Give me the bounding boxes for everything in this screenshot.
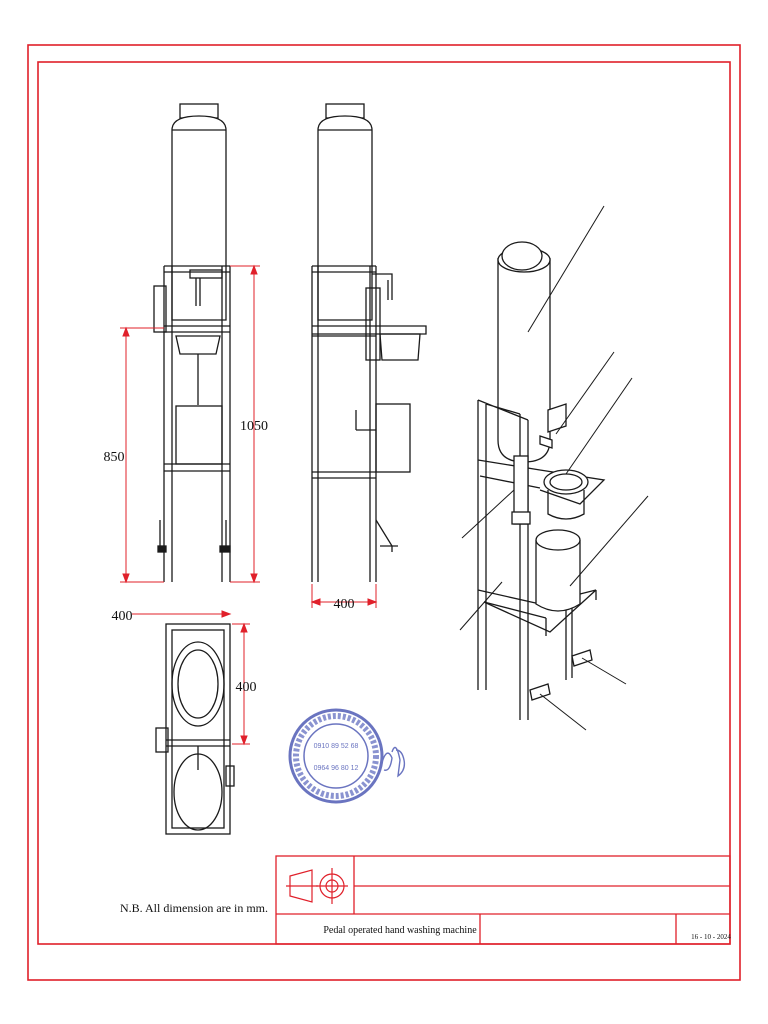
dim-side-400-label: 400 [334,597,355,612]
side-view [311,103,427,582]
front-dimensions [120,264,260,584]
plan-dimensions [132,610,250,746]
first-angle-projection-icon [286,868,348,904]
isometric-view [477,241,606,720]
title-block [275,855,731,945]
dim-850-label: 850 [104,450,125,465]
plan-view [155,623,235,835]
stamp: 0910 89 52 68 0964 96 80 12 [288,708,384,804]
side-dimensions [310,584,378,608]
drawing-date: 16 - 10 - 2024 [691,933,731,941]
signature [379,746,406,778]
dim-1050-label: 1050 [240,419,268,434]
leader-lines [459,205,649,731]
front-view [153,103,231,582]
dim-plan-depth-label: 400 [236,680,257,695]
drawing-title: Pedal operated hand washing machine [323,925,477,936]
dim-plan-width-label: 400 [112,609,133,624]
stamp-phone-2: 0964 96 80 12 [314,765,359,772]
dimension-note: N.B. All dimension are in mm. [120,901,268,915]
outer-border [27,44,741,981]
stamp-phone-1: 0910 89 52 68 [314,743,359,750]
inner-border [37,61,731,945]
